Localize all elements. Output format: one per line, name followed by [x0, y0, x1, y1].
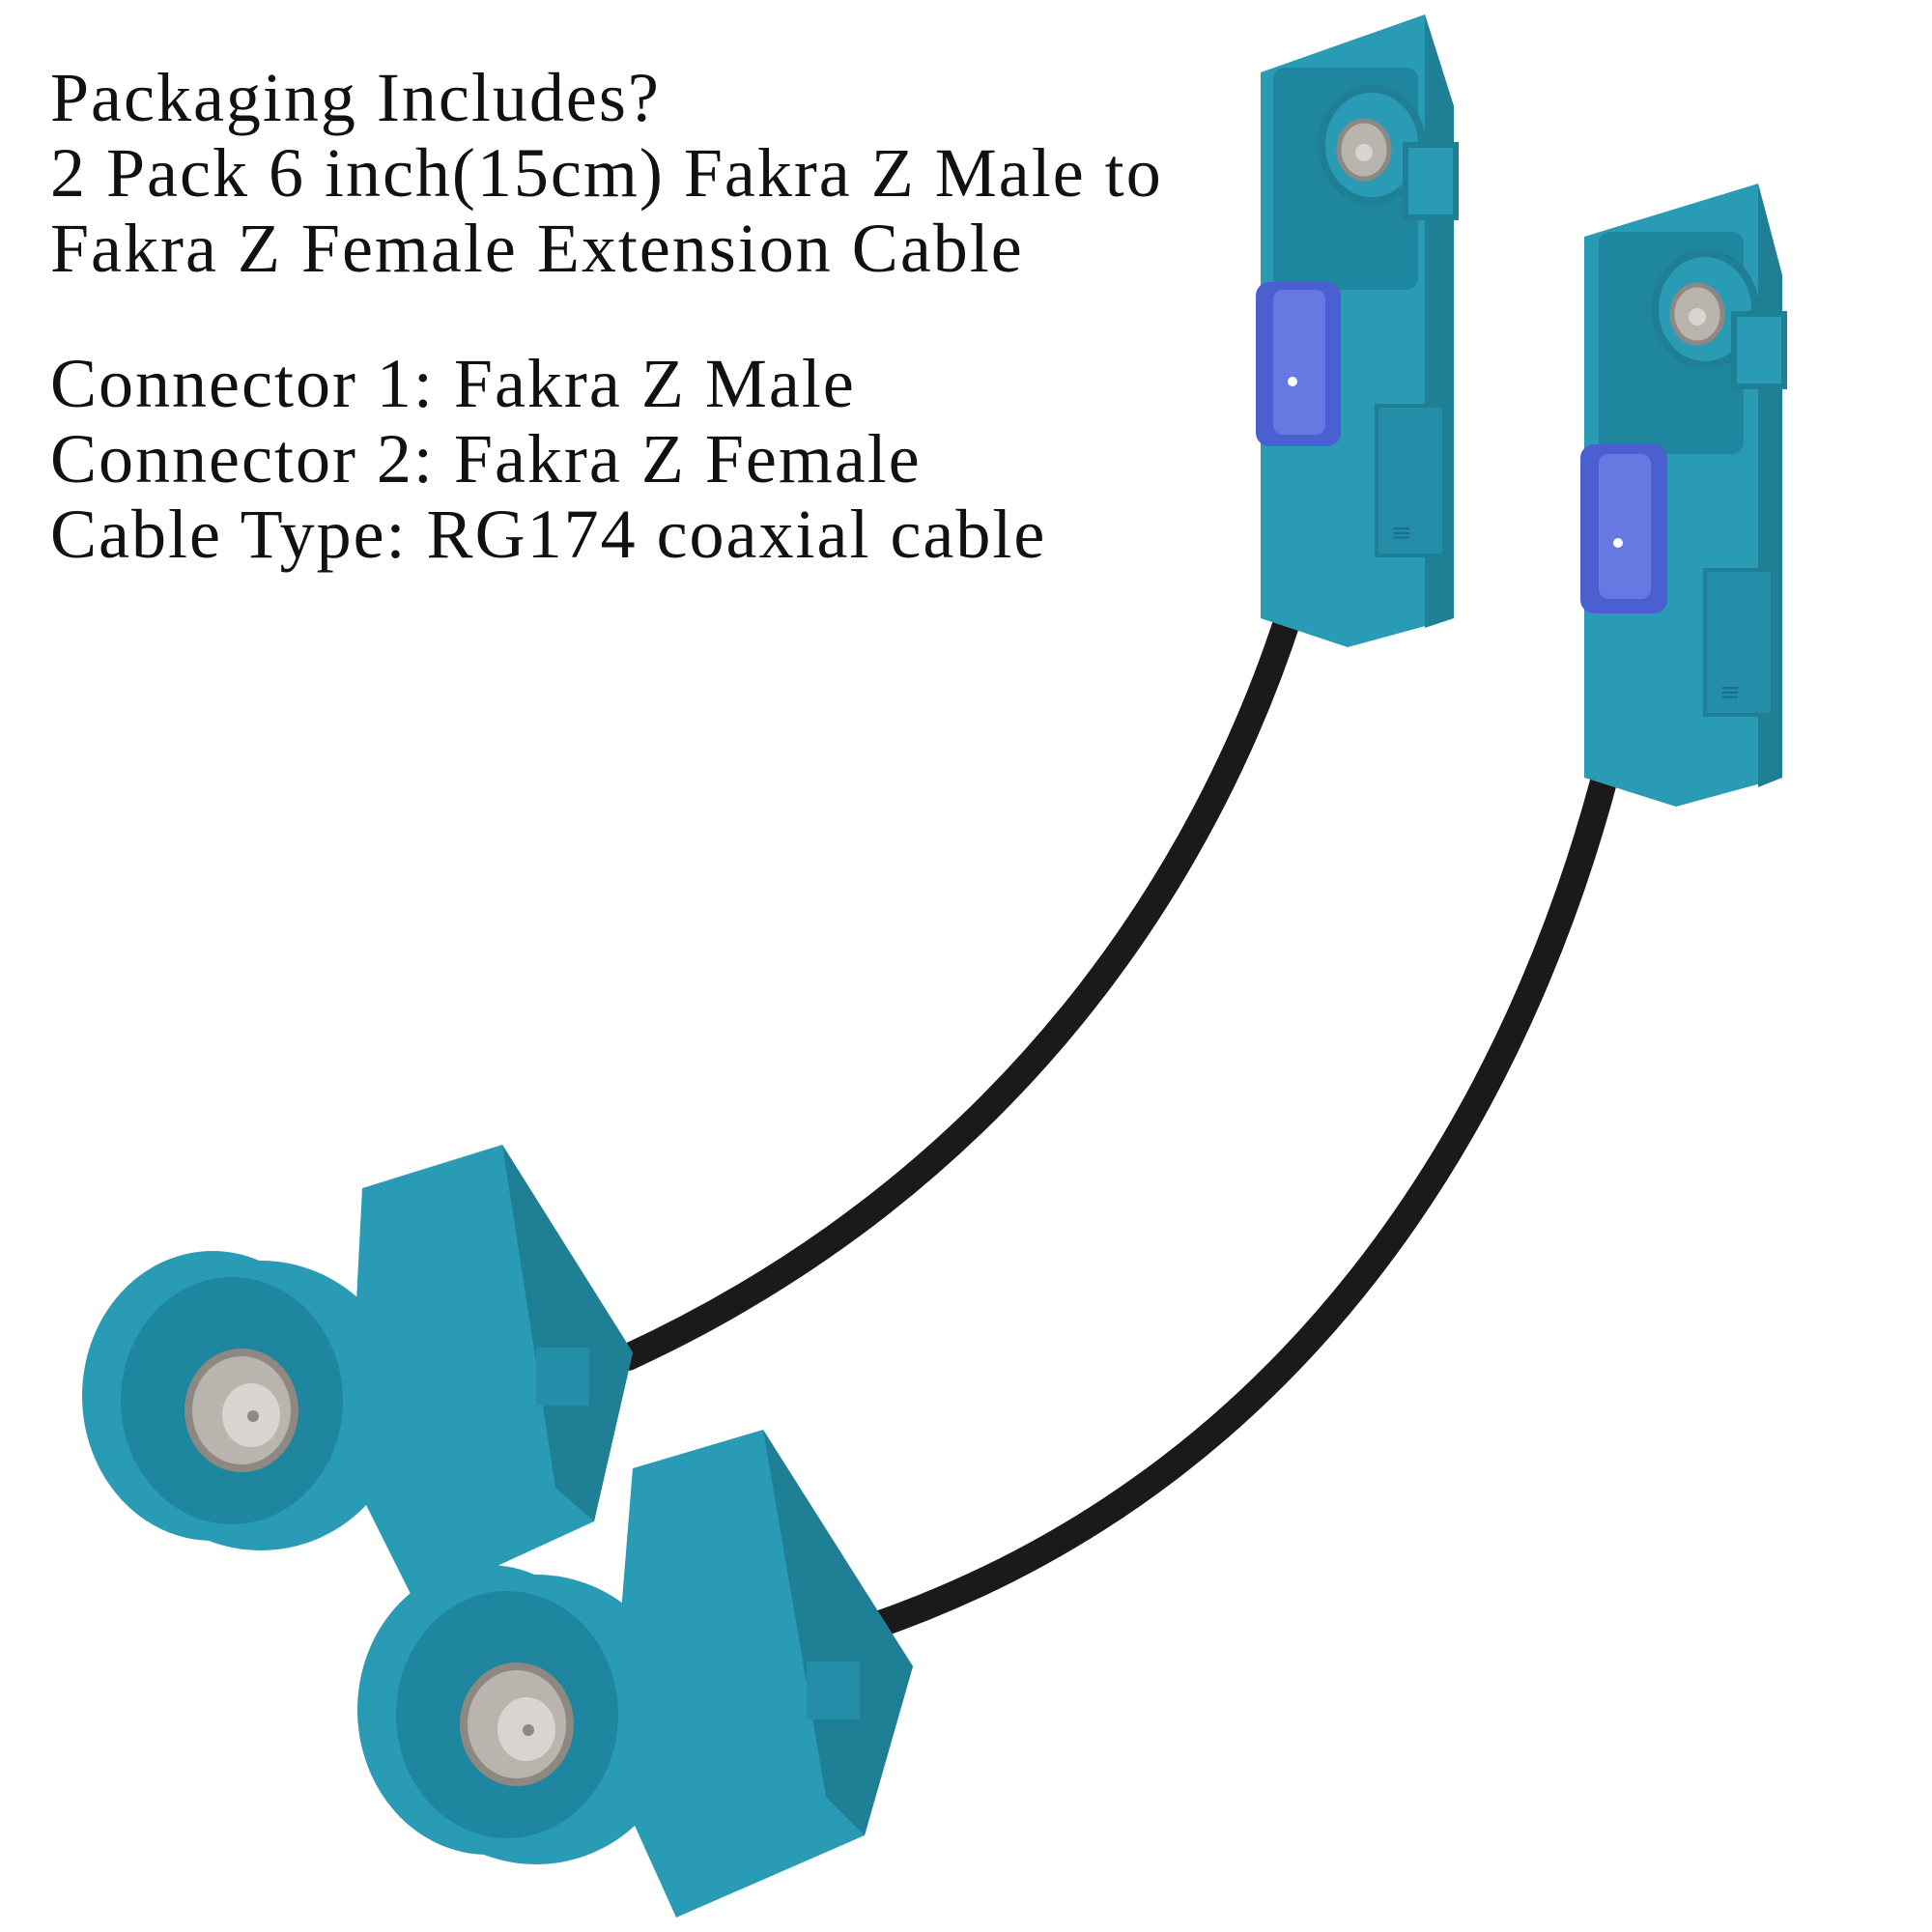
- pack-description-line-2: Fakra Z Female Extension Cable: [50, 210, 1024, 287]
- connector-1-spec: Connector 1: Fakra Z Male: [50, 345, 856, 422]
- svg-text:≡: ≡: [1719, 678, 1741, 707]
- coaxial-cable-1: [614, 600, 1303, 1371]
- connector-2-spec: Connector 2: Fakra Z Female: [50, 420, 922, 497]
- coaxial-cable-2: [856, 730, 1627, 1641]
- fakra-male-connector-2: [357, 1430, 913, 1918]
- fakra-female-connector-2: ≡: [1580, 184, 1787, 807]
- product-description: Packaging Includes? 2 Pack 6 inch(15cm) …: [50, 60, 1248, 572]
- fakra-male-connector-1: [82, 1145, 633, 1604]
- pack-description-line-1: 2 Pack 6 inch(15cm) Fakra Z Male to: [50, 134, 1163, 212]
- packaging-heading: Packaging Includes?: [50, 59, 661, 136]
- svg-text:≡: ≡: [1391, 519, 1412, 548]
- fakra-female-connector-1: ≡: [1256, 14, 1459, 647]
- cable-type-spec: Cable Type: RG174 coaxial cable: [50, 496, 1047, 573]
